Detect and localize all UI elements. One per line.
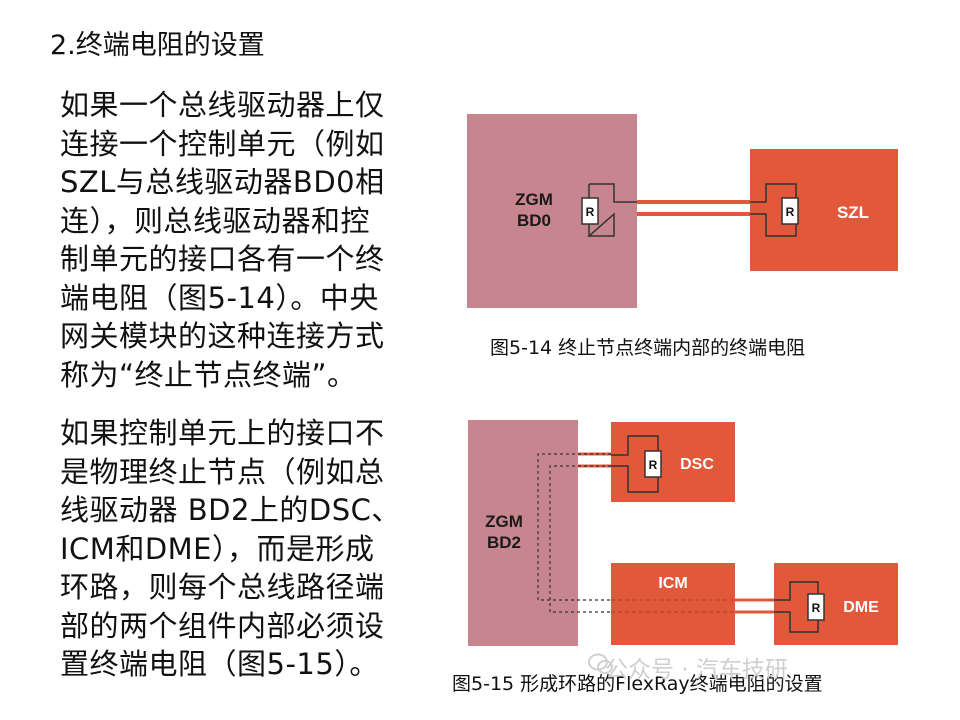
paragraph-line: 连），则总线驱动器和控	[60, 203, 371, 238]
termination-bracket-left	[587, 183, 637, 237]
paragraph-line: 网关模块的这种连接方式	[60, 319, 385, 353]
figure-5-14: ZGM BD0 R R SZL	[467, 114, 898, 308]
paragraph-line: 是物理终止节点（例如总	[60, 454, 385, 489]
unit-label-icm: ICM	[658, 575, 687, 592]
driver-label-line1: ZGM	[485, 512, 523, 531]
resistor-label: R	[786, 205, 795, 219]
driver-block-bd2	[468, 420, 578, 646]
loop-bus-lines	[537, 452, 774, 614]
paragraph-line: 如果一个总线驱动器上仅	[60, 88, 385, 122]
watermark: 公众号 · 汽车技研	[605, 657, 788, 683]
unit-label-dme: DME	[843, 599, 879, 616]
resistor-dsc	[644, 450, 662, 478]
paragraph-line: ICM和DME），而是形成	[60, 531, 375, 566]
paragraph-line: 称为“终止节点终端”。	[60, 357, 357, 392]
resistor-szl	[781, 197, 799, 225]
resistor-label: R	[586, 205, 595, 219]
resistor-bd0	[581, 197, 599, 225]
driver-label-line2: BD2	[487, 533, 521, 552]
driver-label-line1: ZGM	[515, 190, 553, 209]
paragraph-line: 如果控制单元上的接口不	[60, 416, 385, 450]
unit-block-icm	[611, 563, 735, 645]
figure-caption-5-14: 图5-14 终止节点终端内部的终端电阻	[490, 337, 806, 359]
unit-label-dsc: DSC	[680, 456, 714, 473]
figure-5-15: ZGM BD2 R DSC ICM R DME	[468, 420, 898, 646]
paragraph-line: SZL与总线驱动器BD0相	[60, 165, 385, 199]
resistor-dme	[807, 593, 825, 621]
paragraph-line: 环路，则每个总线路径端	[60, 570, 385, 604]
paragraph-line: 连接一个控制单元（例如	[60, 126, 385, 161]
paragraph-line: 线驱动器 BD2上的DSC、	[60, 493, 401, 527]
wechat-icon	[588, 653, 613, 674]
paragraph-line: 端电阻（图5-14）。中央	[60, 280, 379, 315]
driver-block-bd0	[467, 114, 637, 308]
paragraph-line: 置终端电阻（图5-15）。	[60, 647, 379, 681]
resistor-label: R	[812, 601, 821, 615]
paragraph-line: 制单元的接口各有一个终	[60, 242, 385, 276]
unit-block-dsc	[611, 422, 735, 502]
driver-label-line2: BD0	[517, 211, 551, 230]
unit-label-szl: SZL	[837, 203, 869, 222]
figure-caption-5-15: 图5-15 形成环路的FlexRay终端电阻的设置	[452, 673, 823, 695]
unit-block-szl	[750, 149, 898, 271]
resistor-label: R	[649, 458, 658, 472]
paragraph-loop: 如果控制单元上的接口不 是物理终止节点（例如总 线驱动器 BD2上的DSC、 I…	[60, 414, 420, 684]
paragraph-termination-node: 如果一个总线驱动器上仅 连接一个控制单元（例如 SZL与总线驱动器BD0相 连）…	[60, 86, 420, 394]
paragraph-line: 部的两个组件内部必须设	[60, 608, 385, 643]
section-title: 2.终端电阻的设置	[50, 30, 265, 61]
